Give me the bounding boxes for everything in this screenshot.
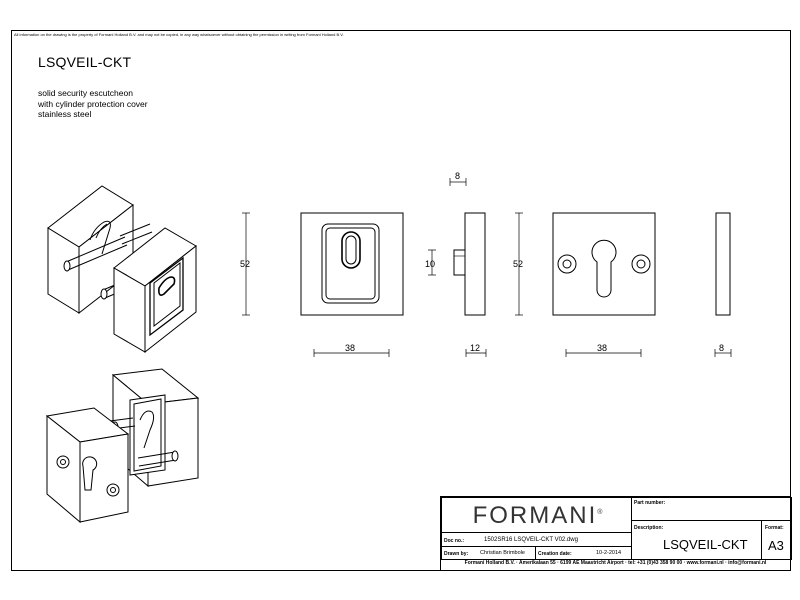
dim-cover-height: 10 bbox=[425, 259, 435, 269]
dim-side-depth: 12 bbox=[470, 343, 480, 353]
drawn-by-cell: Drawn by: Christian Brimbole bbox=[441, 546, 536, 560]
format-label: Format: bbox=[765, 525, 784, 531]
copyright-notice: All information on the drawing is the pr… bbox=[14, 32, 344, 37]
drawing-title: LSQVEIL-CKT bbox=[38, 54, 132, 70]
doc-no-cell: Doc no.: 1502SR16 LSQVEIL-CKT V02.dwg bbox=[441, 532, 632, 547]
creation-date-label: Creation date: bbox=[538, 551, 572, 557]
dim-back-height: 52 bbox=[513, 259, 523, 269]
description-line-3: stainless steel bbox=[38, 109, 92, 119]
dim-front-height: 52 bbox=[240, 259, 250, 269]
back-view bbox=[515, 212, 656, 357]
description-line-2: with cylinder protection cover bbox=[38, 98, 148, 109]
drawing-frame bbox=[11, 30, 791, 571]
side-view bbox=[428, 178, 487, 357]
format-cell: Format: A3 bbox=[761, 520, 792, 560]
dim-side-thickness: 8 bbox=[455, 171, 460, 181]
isometric-view-front bbox=[47, 185, 197, 354]
company-footer: Formani Holland B.V. · Amerikalaan 55 · … bbox=[464, 560, 767, 566]
isometric-view-back bbox=[45, 368, 200, 524]
description-label: Description: bbox=[634, 525, 664, 531]
creation-date-cell: Creation date: 10-2-2014 bbox=[535, 546, 632, 560]
dim-front-width: 38 bbox=[345, 343, 355, 353]
creation-date-value: 10-2-2014 bbox=[596, 550, 622, 556]
dim-back-width: 38 bbox=[597, 343, 607, 353]
product-description: solid security escutcheon with cylinder … bbox=[38, 88, 148, 120]
drawn-by-value: Christian Brimbole bbox=[480, 550, 525, 556]
format-value: A3 bbox=[768, 538, 784, 553]
description-value: LSQVEIL-CKT bbox=[663, 537, 748, 552]
brand-cell: FORMANI® bbox=[441, 497, 632, 533]
part-number-label: Part number: bbox=[634, 500, 666, 506]
front-view bbox=[242, 212, 404, 357]
description-line-1: solid security escutcheon bbox=[38, 88, 133, 98]
doc-no-label: Doc no.: bbox=[444, 538, 464, 544]
drawn-by-label: Drawn by: bbox=[444, 551, 469, 557]
title-block: FORMANI® Part number: Description: LSQVE… bbox=[440, 496, 792, 571]
back-side-view bbox=[714, 212, 732, 357]
description-cell: Description: LSQVEIL-CKT bbox=[631, 520, 762, 560]
brand-logo: FORMANI® bbox=[472, 502, 603, 529]
dim-back-side-thickness: 8 bbox=[719, 343, 724, 353]
doc-no-value: 1502SR16 LSQVEIL-CKT V02.dwg bbox=[484, 537, 578, 543]
part-number-cell: Part number: bbox=[631, 497, 792, 521]
